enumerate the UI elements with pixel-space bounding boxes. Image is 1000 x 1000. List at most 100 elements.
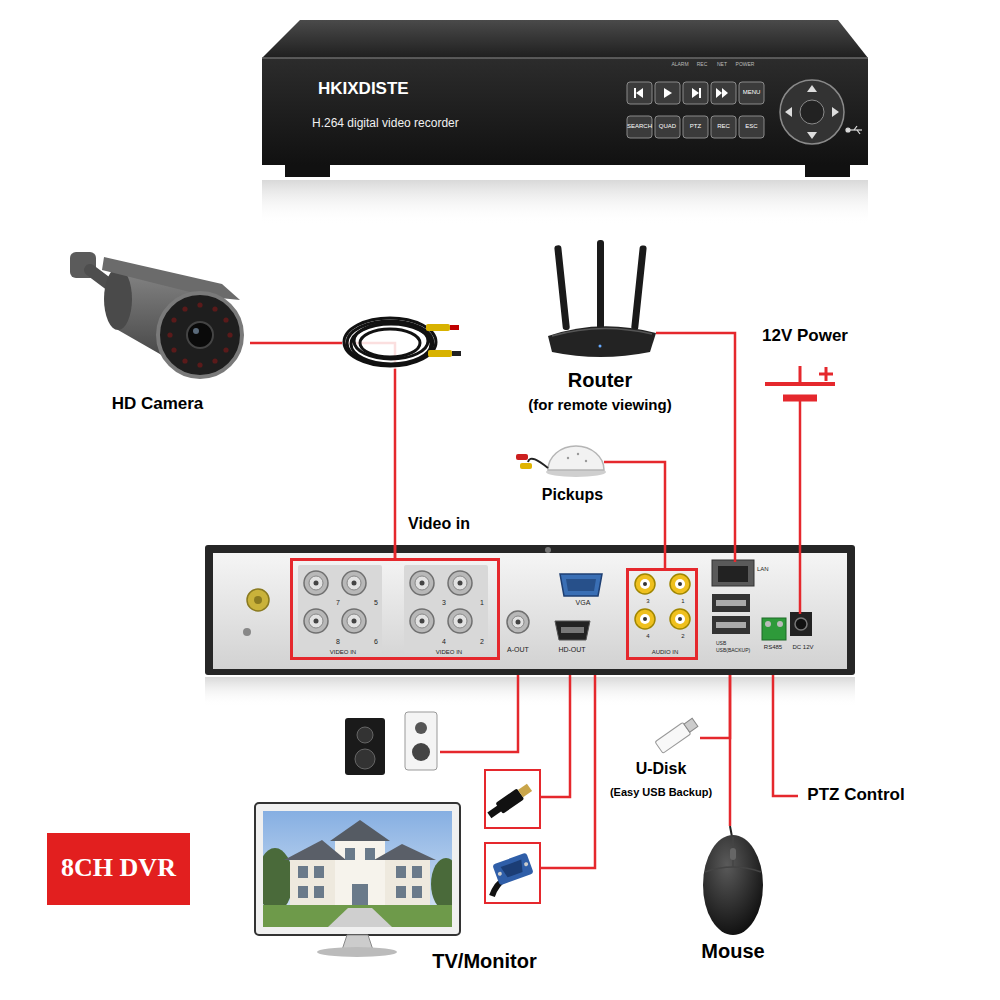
dvr-rear-panel: [404, 565, 488, 653]
button-label: ESC: [739, 123, 764, 130]
port-label: A-OUT: [500, 646, 536, 654]
model-badge: 8CH DVR: [47, 833, 190, 905]
output-wires: [540, 675, 595, 868]
camera-cable-coil: [347, 321, 433, 365]
front-buttons: [683, 116, 708, 138]
indicator-label: ALARM: [668, 62, 692, 68]
usb-symbol: [854, 126, 857, 130]
monitor: [396, 886, 406, 898]
direction-pad: [832, 107, 839, 117]
port-label: USB(BACKUP): [716, 648, 761, 654]
button-icons: [634, 88, 636, 98]
bnc-connectors: [410, 571, 434, 595]
port-wires: [799, 545, 802, 614]
port-number: 4: [643, 633, 653, 640]
device-label: Mouse: [688, 940, 778, 963]
audio-in-group: 3142AUDIO IN: [626, 568, 698, 660]
camera-cable-coil: [360, 329, 420, 357]
monitor: [298, 886, 308, 898]
lan-usb-power-ports: [712, 594, 750, 612]
bnc-connectors: [347, 614, 361, 628]
port-number: 1: [678, 598, 688, 605]
bullet-camera: [227, 332, 232, 337]
bnc-connectors: [507, 611, 529, 633]
indicator-label: NET: [712, 62, 732, 68]
bullet-camera: [223, 317, 228, 322]
dvr-rear-panel: A-OUTVGAHD-OUTLANUSBUSB(BACKUP)RS485DC 1…: [205, 545, 855, 675]
camera-cable-coil: [452, 351, 461, 356]
port-number: 8: [333, 638, 343, 646]
device-label: U-Disk: [598, 760, 724, 778]
monitor-device: TV/Monitor: [250, 800, 555, 978]
vga-plug: [492, 853, 533, 886]
rca-jacks: [678, 582, 682, 586]
bullet-camera: [70, 252, 242, 377]
hdmi-plug: [485, 770, 540, 828]
port-wires: [395, 545, 800, 614]
rca-jacks: [670, 609, 690, 629]
dvr-rear-panel: [545, 547, 551, 553]
rca-jacks: [643, 617, 647, 621]
bnc-connectors: [453, 614, 467, 628]
bnc-connectors: [309, 614, 323, 628]
front-buttons: [711, 116, 736, 138]
port-label: LAN: [757, 566, 781, 573]
rca-jacks: [640, 579, 650, 589]
monitor: [412, 886, 422, 898]
bnc-connectors: [448, 609, 472, 633]
port-label: VIDEO IN: [305, 649, 381, 656]
port-wires: [394, 545, 397, 558]
badge-text: 8CH DVR: [47, 853, 190, 883]
port-number: 3: [643, 598, 653, 605]
output-wires: [700, 737, 724, 740]
port-label: USB: [716, 641, 756, 647]
direction-pad: [785, 107, 792, 117]
router: [554, 245, 570, 330]
lan-usb-power-ports: [777, 621, 783, 627]
button-icons: [636, 88, 643, 98]
bnc-connectors: [342, 609, 366, 633]
usb-symbol: [846, 128, 850, 132]
device-label: (Easy USB Backup): [598, 786, 724, 799]
dvr-front-body: [262, 57, 868, 59]
port-number: 7: [333, 599, 343, 607]
connection-wire: [799, 432, 802, 545]
bullet-camera: [167, 332, 172, 337]
port-label: VIDEO IN: [411, 649, 487, 656]
monitor: [314, 886, 324, 898]
rca-jacks: [640, 614, 650, 624]
connection-wire: [630, 462, 665, 568]
rca-jacks: [635, 574, 690, 629]
port-wires: [734, 545, 737, 562]
usb-stick: [684, 718, 698, 732]
mouse-device: Mouse: [688, 826, 778, 968]
monitor: [365, 848, 375, 860]
video-out-ports: [555, 621, 590, 640]
button-label: QUAD: [655, 123, 680, 130]
bullet-camera: [171, 317, 176, 322]
hdmi-plug: [518, 784, 532, 798]
monitor: [263, 820, 452, 927]
lan-usb-power-ports: [716, 600, 746, 606]
router: [548, 240, 656, 357]
hdmi-plug: [486, 782, 534, 821]
front-buttons: [739, 82, 764, 104]
port-label: RS485: [757, 644, 789, 651]
speakers: [357, 727, 373, 743]
monitor: [263, 848, 293, 912]
rca-jacks: [643, 582, 647, 586]
camera-cable-coil: [351, 324, 431, 364]
router: [548, 326, 656, 357]
monitor: [255, 803, 460, 935]
speakers: [355, 749, 375, 769]
pickup-microphone: [577, 453, 579, 455]
button-icons: [692, 88, 699, 98]
speakers: [345, 718, 385, 775]
monitor: [396, 866, 406, 878]
bullet-camera: [182, 358, 187, 363]
computer-mouse: [730, 848, 736, 860]
vga-plug: [497, 871, 502, 876]
bnc-connectors: [309, 576, 323, 590]
lan-usb-power-ports: [718, 566, 748, 582]
button-icons: [634, 88, 728, 98]
